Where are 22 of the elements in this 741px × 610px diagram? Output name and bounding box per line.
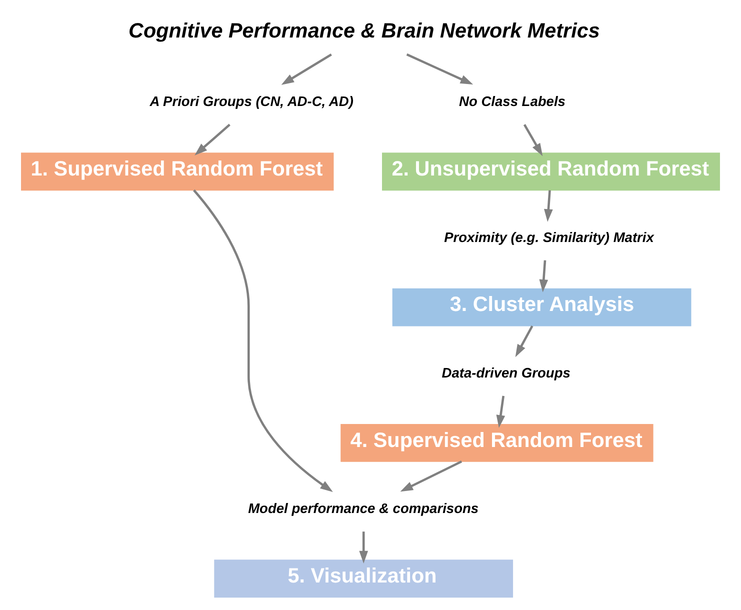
arrow [359, 532, 368, 564]
node-box: 4. Supervised Random Forest [340, 424, 654, 462]
node-box: 1. Supervised Random Forest [21, 152, 334, 191]
arrow [523, 124, 543, 156]
node-text: No Class Labels [459, 94, 566, 110]
arrow [406, 53, 474, 85]
node-text: Proximity (e.g. Similarity) Matrix [444, 230, 654, 245]
node-text: Cognitive Performance & Brain Network Metrics [128, 20, 600, 43]
arrow [496, 396, 506, 428]
node-text: A Priori Groups (CN, AD-C, AD) [150, 94, 354, 110]
node-text: Data-driven Groups [442, 366, 570, 381]
node-text: Model performance & comparisons [248, 501, 479, 516]
node-box: 5. Visualization [214, 560, 514, 598]
arrow [400, 460, 462, 492]
arrow [194, 124, 230, 156]
arrow [515, 325, 534, 358]
arrow [193, 189, 333, 492]
node-box: 3. Cluster Analysis [392, 288, 692, 326]
arrow [281, 53, 332, 85]
arrow [539, 260, 548, 292]
node-box: 2. Unsupervised Random Forest [382, 152, 720, 191]
arrow [544, 190, 553, 222]
